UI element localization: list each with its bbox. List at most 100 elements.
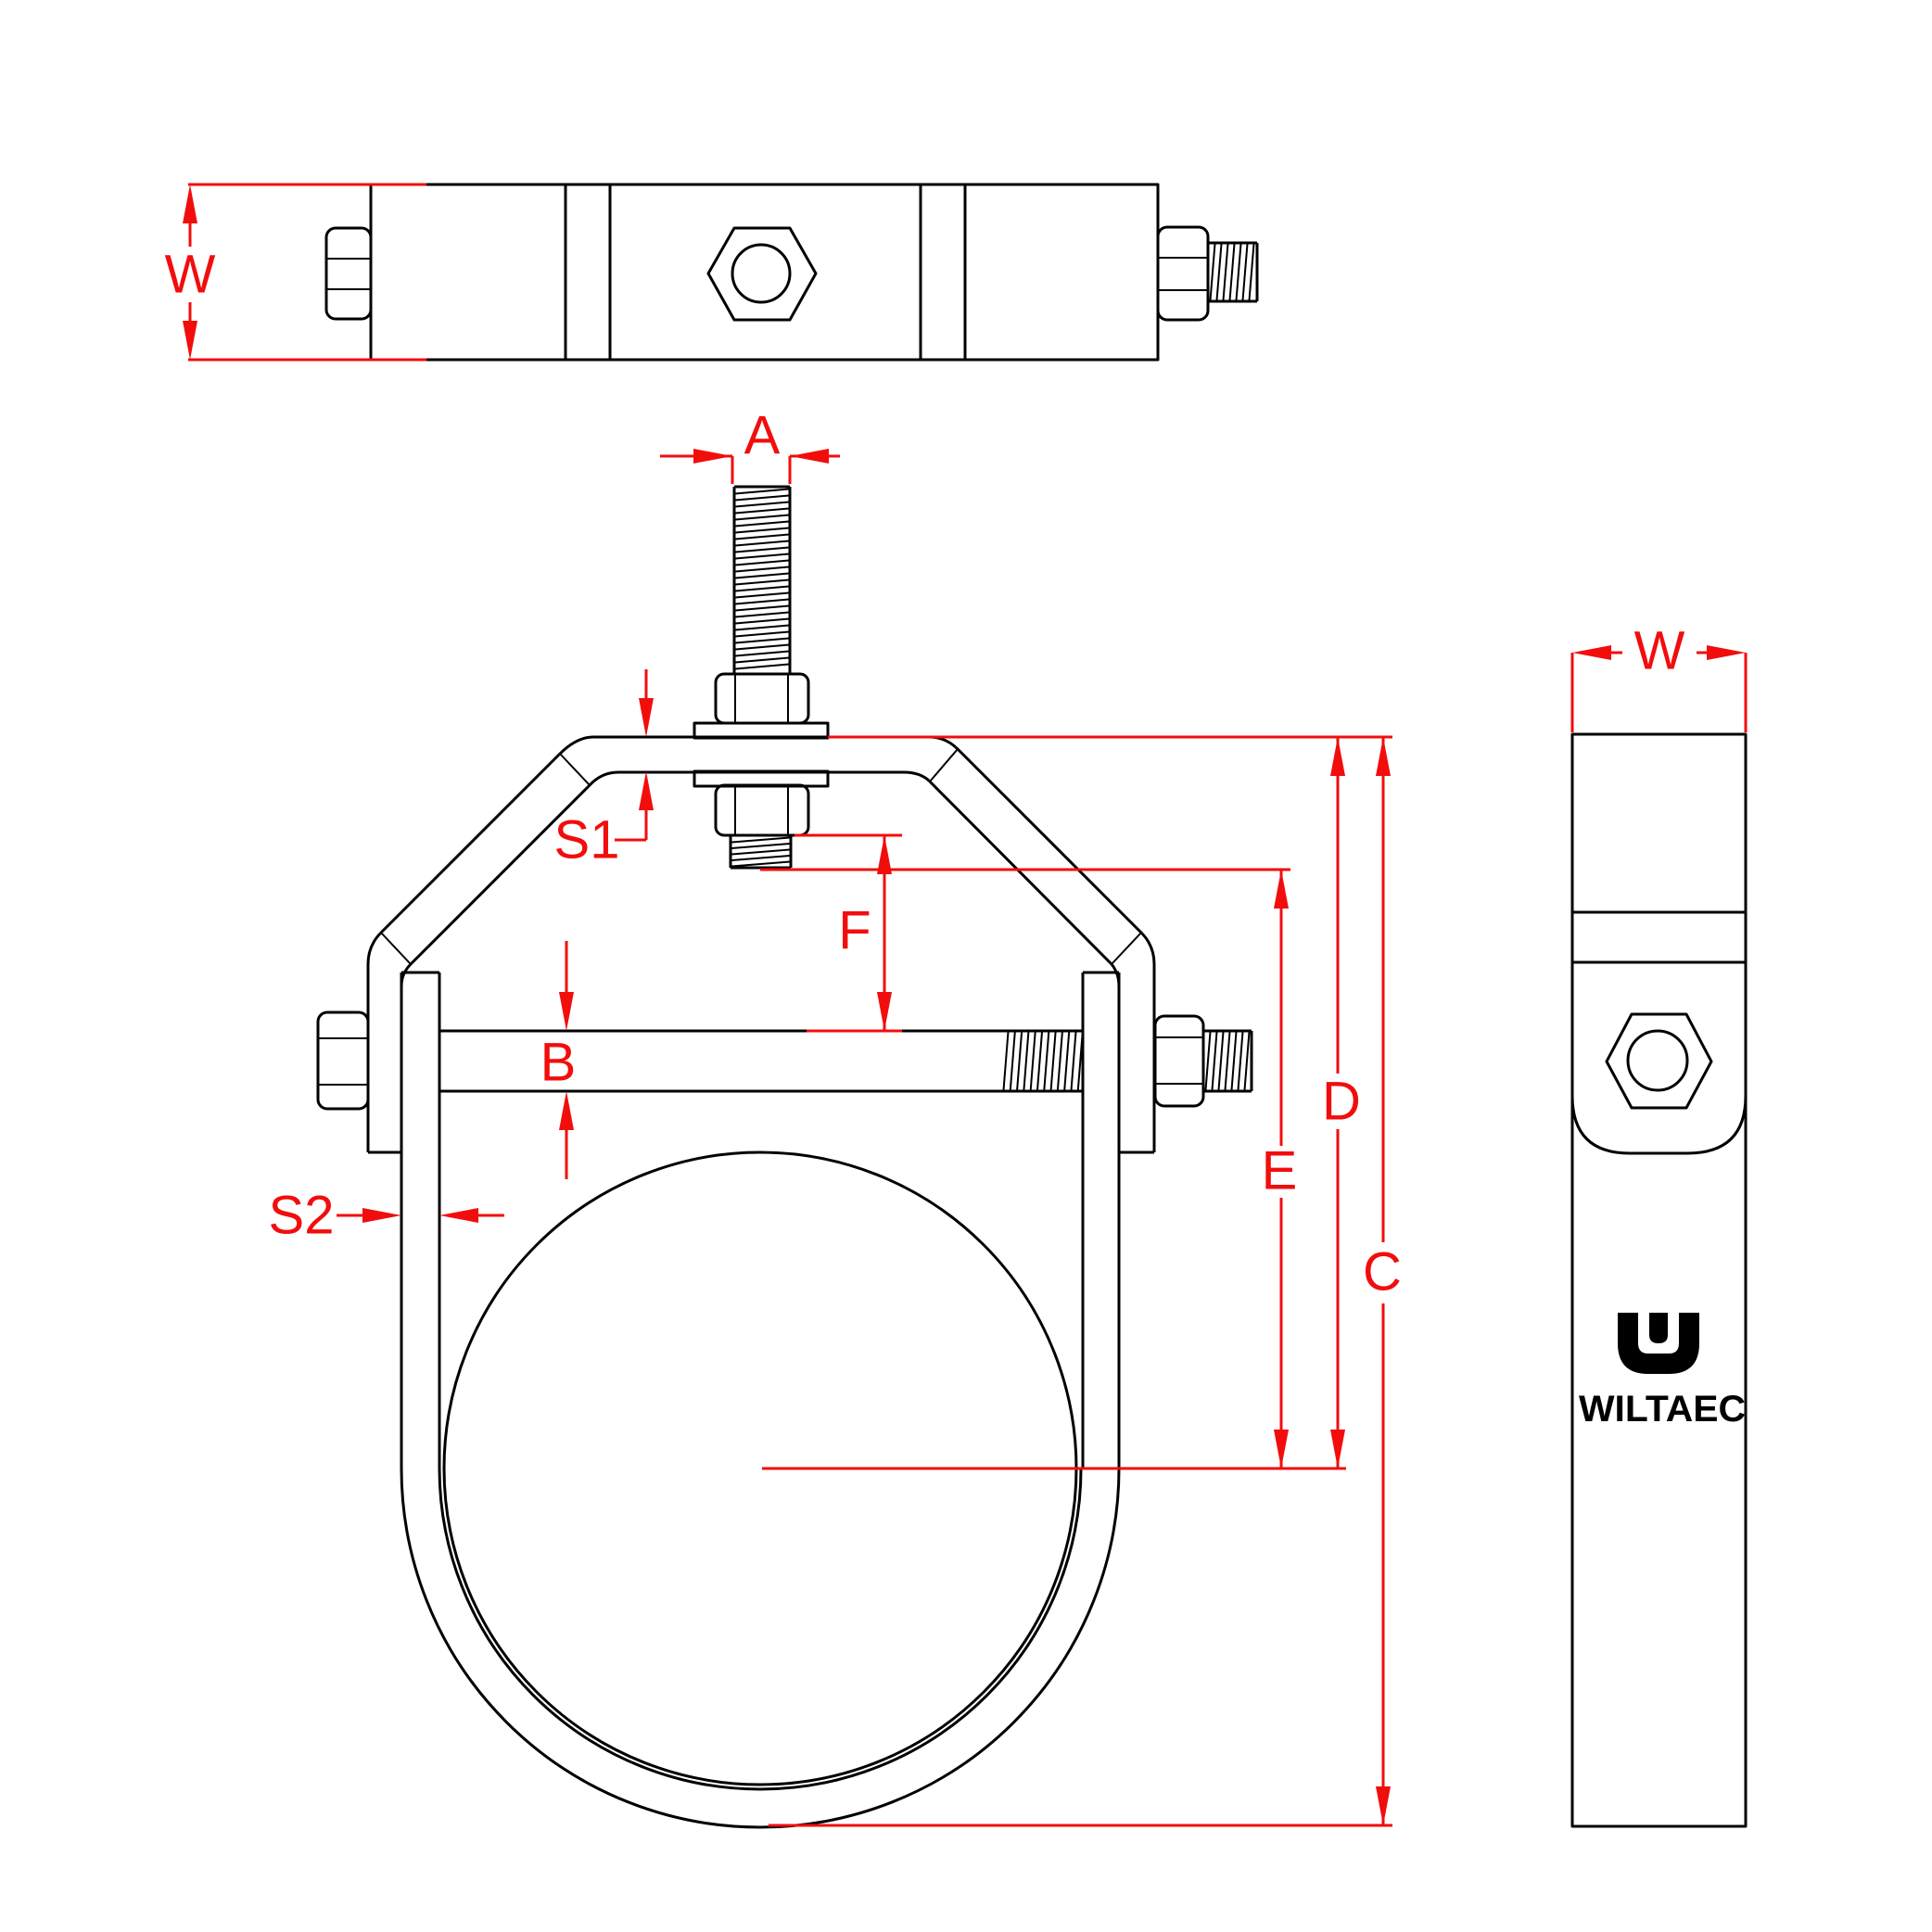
nut-outline <box>714 783 810 837</box>
dim-b: B <box>540 941 577 1179</box>
arrowhead-down <box>1274 1430 1289 1468</box>
thread-line <box>734 630 790 638</box>
side-hex-nut <box>1605 1012 1713 1110</box>
arrowhead-up <box>1330 737 1345 776</box>
thread-line <box>1002 1031 1010 1091</box>
thread-line <box>1043 1031 1050 1091</box>
thread-line <box>1209 243 1216 301</box>
thread-line <box>1237 1031 1244 1091</box>
arrowhead-right <box>693 449 732 464</box>
arrowhead-left <box>1572 645 1611 660</box>
dim-d: D <box>762 737 1361 1470</box>
arrowhead-right <box>362 1208 401 1223</box>
brand-logo: WILTAEC <box>1579 1313 1746 1430</box>
arrowhead-down <box>1376 1786 1391 1825</box>
thread-line <box>1036 1031 1043 1091</box>
bend-tangent-tick <box>559 753 591 786</box>
thread-line <box>1029 1031 1036 1091</box>
thread-line <box>734 488 790 495</box>
dim-w-side: W <box>1570 621 1748 732</box>
center-hex-nut <box>706 226 818 322</box>
thread-line <box>1070 1031 1077 1091</box>
thread-line <box>734 604 790 612</box>
bend-tangent-tick <box>1111 932 1142 965</box>
thread-line <box>734 572 790 579</box>
thread-line <box>1009 1031 1016 1091</box>
thread-line <box>734 559 790 566</box>
lower-nut-washer-stub <box>693 769 830 870</box>
arrowhead-down <box>559 992 574 1031</box>
thread-line <box>1222 243 1229 301</box>
stub-threads <box>1209 243 1255 301</box>
arrowhead-up <box>559 1091 574 1130</box>
dim-label-e: E <box>1262 1141 1298 1201</box>
arrowhead-up <box>877 835 892 874</box>
dim-label-b: B <box>540 1033 577 1093</box>
dim-s2: S2 <box>269 1186 504 1246</box>
top-view: W <box>165 183 1259 362</box>
end-nut-and-stub <box>1156 225 1259 322</box>
bolt-stub-threads <box>1204 1031 1251 1091</box>
arrowhead-left <box>439 1208 478 1223</box>
bolt-nut-outline <box>1153 1014 1205 1108</box>
thread-line <box>1224 1031 1231 1091</box>
cross-bolt <box>316 1010 1253 1111</box>
dim-label-s2: S2 <box>269 1186 335 1246</box>
thread-line <box>734 578 790 586</box>
logo-mark-icon <box>1618 1313 1699 1374</box>
thread-line <box>734 643 790 651</box>
thread-line <box>734 494 790 502</box>
arrowhead-right <box>1707 645 1746 660</box>
arrowhead-up <box>639 771 654 810</box>
dim-c: C <box>769 735 1402 1827</box>
dim-s1: S1 <box>554 669 654 871</box>
dim-label-s1: S1 <box>554 810 620 871</box>
thread-line <box>734 624 790 631</box>
arrowhead-left <box>790 449 829 464</box>
bend-tangent-tick <box>929 748 959 782</box>
thread-line <box>734 514 790 521</box>
thread-line <box>1241 243 1249 301</box>
dim-label-d: D <box>1322 1072 1361 1132</box>
thread-line <box>734 540 790 547</box>
bolt-head-side <box>324 226 373 321</box>
thread-line <box>734 617 790 625</box>
thread-line <box>1049 1031 1057 1091</box>
arrowhead-down <box>183 321 197 360</box>
thread-line <box>1023 1031 1030 1091</box>
arrowhead-down <box>877 992 892 1031</box>
dim-f: F <box>794 833 902 1033</box>
arrowhead-down <box>639 698 654 737</box>
thread-line <box>734 650 790 657</box>
thread-line <box>1230 1031 1238 1091</box>
thread-line <box>734 520 790 527</box>
thread-line <box>734 637 790 644</box>
thread-line <box>1056 1031 1063 1091</box>
side-view: WILTAEC W <box>1570 621 1748 1828</box>
side-profile-outline <box>1570 732 1748 1828</box>
thread-line <box>734 501 790 508</box>
bolt-threads <box>1002 1031 1084 1091</box>
hex-nut-outline <box>706 226 818 322</box>
thread-line <box>734 533 790 540</box>
thread-line <box>1215 243 1223 301</box>
nut-outline <box>1156 225 1210 322</box>
dim-label-a: A <box>744 406 781 466</box>
thread-line <box>1228 243 1236 301</box>
thread-line <box>734 553 790 560</box>
thread-line <box>1217 1031 1225 1091</box>
thread-line <box>1076 1031 1084 1091</box>
thread-line <box>734 591 790 599</box>
logo-mark-stub-icon <box>1649 1313 1668 1343</box>
thread-line <box>1235 243 1242 301</box>
thread-line <box>734 663 790 670</box>
lower-strap-and-pipe <box>400 971 1121 1829</box>
thread-line <box>731 848 791 856</box>
bolt-head-outline <box>316 1010 370 1111</box>
thread-line <box>1248 243 1255 301</box>
thread-line <box>734 527 790 534</box>
rod-threads <box>734 488 790 670</box>
hanger-rod <box>732 485 792 674</box>
thread-line <box>731 855 791 861</box>
